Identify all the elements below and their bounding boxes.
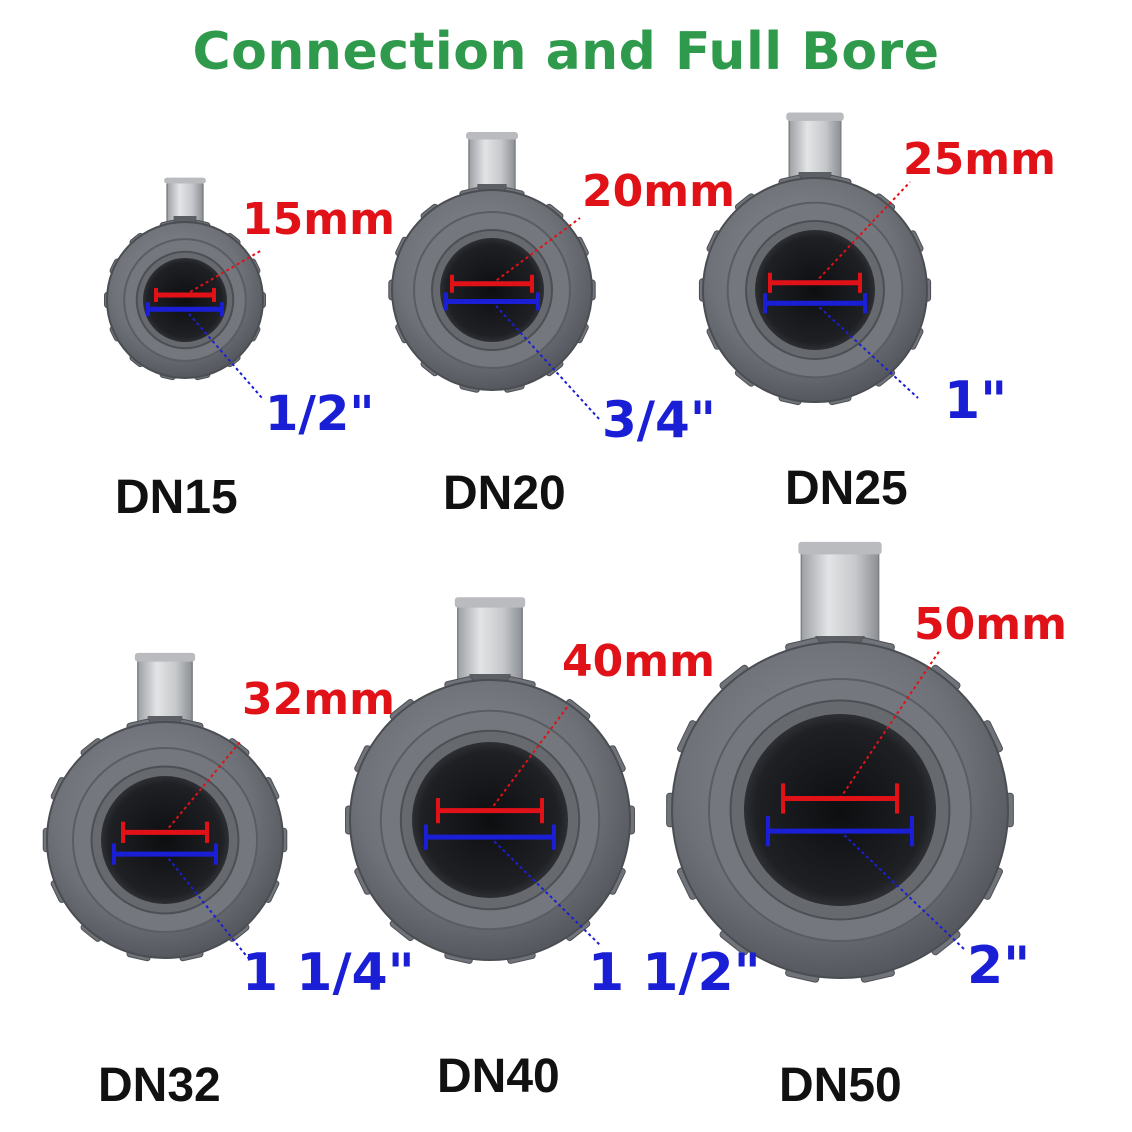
valve-dn15 — [104, 177, 266, 399]
connection-label-dn15: 1/2" — [265, 386, 375, 442]
dn-label-dn32: DN32 — [98, 1059, 221, 1112]
connection-label-dn25: 1" — [944, 371, 1008, 431]
valve-dn40 — [345, 597, 635, 964]
connection-label-dn32: 1 1/4" — [242, 943, 415, 1003]
dn-label-dn20: DN20 — [443, 467, 566, 520]
bore-label-dn25: 25mm — [903, 134, 1056, 185]
dn-label-dn50: DN50 — [779, 1059, 902, 1112]
dn-label-dn40: DN40 — [437, 1050, 560, 1103]
connection-label-dn40: 1 1/2" — [588, 943, 761, 1003]
bore-label-dn40: 40mm — [562, 636, 715, 687]
bore-label-dn20: 20mm — [582, 166, 735, 217]
stem-cap-icon — [800, 543, 880, 649]
valve-dn20 — [388, 132, 601, 421]
valve-dn50 — [666, 541, 1014, 983]
dn-label-dn15: DN15 — [115, 471, 238, 524]
valve-dn32 — [42, 652, 288, 962]
connection-label-dn50: 2" — [967, 936, 1031, 996]
connection-label-dn20: 3/4" — [602, 391, 716, 449]
bore-label-dn32: 32mm — [242, 674, 395, 725]
valve-dn25 — [698, 112, 932, 406]
stem-cap-icon — [457, 598, 523, 687]
dn-label-dn25: DN25 — [785, 462, 908, 515]
bore-label-dn15: 15mm — [242, 194, 395, 245]
page-title: Connection and Full Bore — [192, 22, 940, 82]
bore-label-dn50: 50mm — [914, 599, 1067, 650]
